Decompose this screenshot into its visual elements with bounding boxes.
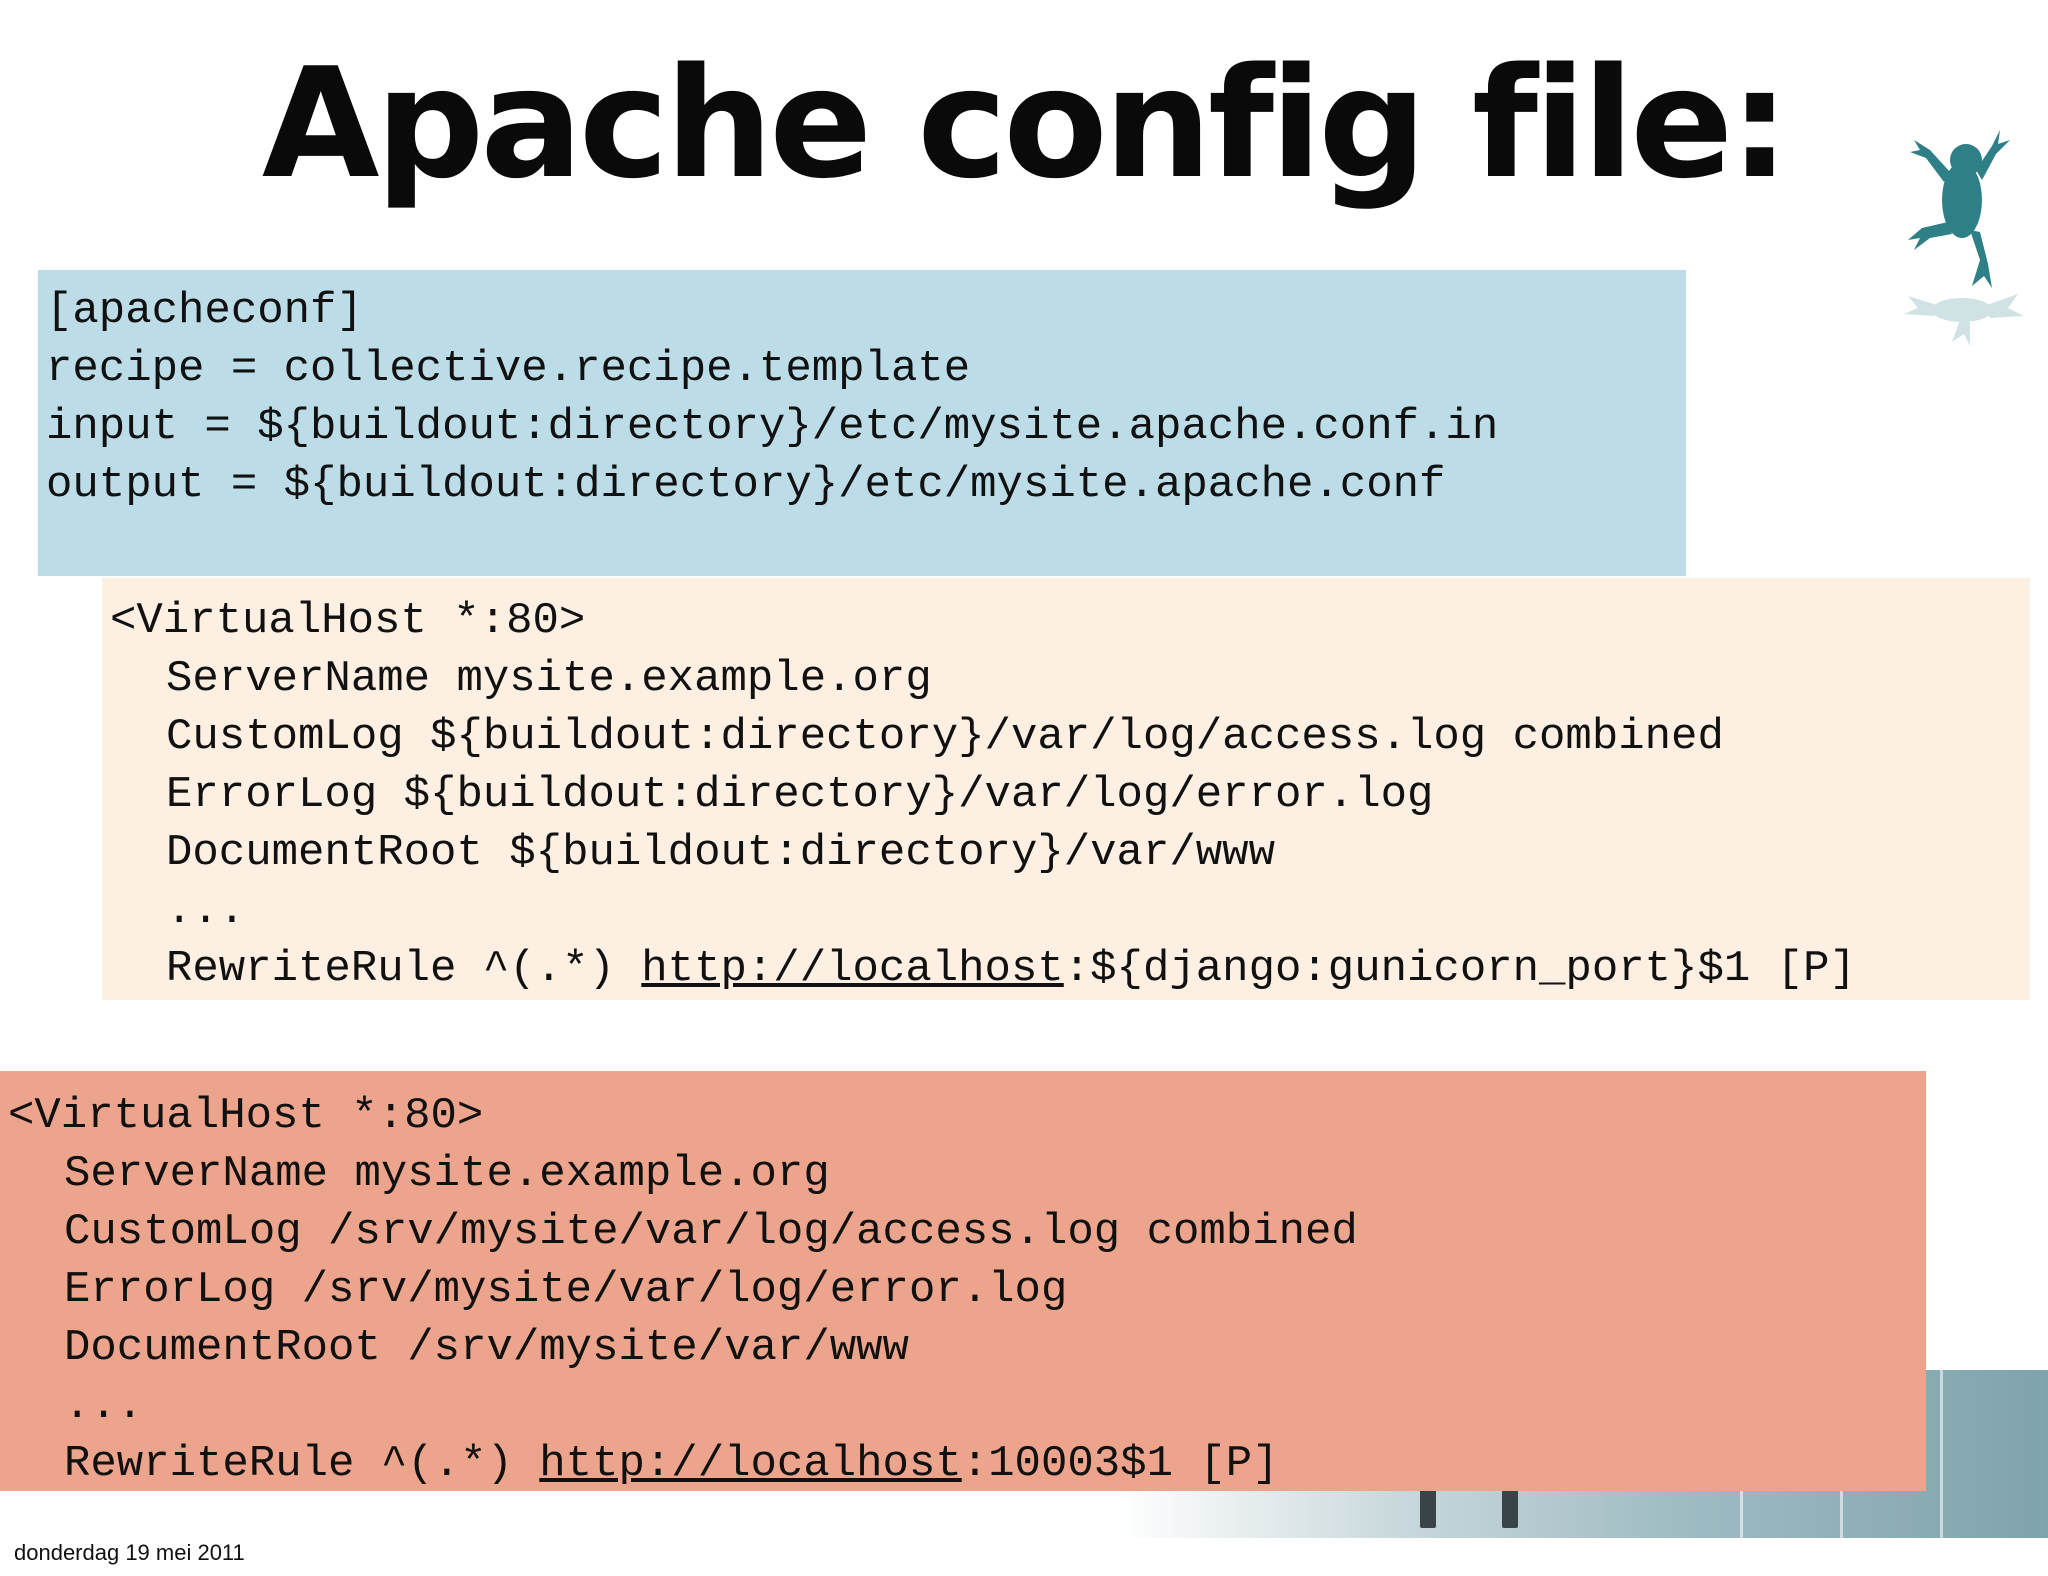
code-text: DocumentRoot /srv/mysite/var/www <box>64 1323 909 1373</box>
code-line: ... <box>8 1377 1926 1435</box>
code-line: DocumentRoot /srv/mysite/var/www <box>8 1319 1926 1377</box>
code-text: RewriteRule ^(.*) <box>64 1439 540 1489</box>
apache-template-block: <VirtualHost *:80> ServerName mysite.exam… <box>102 578 2030 1000</box>
code-text: RewriteRule ^(.*) <box>166 944 642 994</box>
code-text: ServerName mysite.example.org <box>166 654 932 704</box>
code-line: output = ${buildout:directory}/etc/mysit… <box>46 460 1446 510</box>
code-text: ServerName mysite.example.org <box>64 1149 830 1199</box>
code-line: input = ${buildout:directory}/etc/mysite… <box>46 402 1499 452</box>
slide-date: donderdag 19 mei 2011 <box>14 1540 245 1565</box>
slide-title: Apache config file: <box>261 35 1790 212</box>
window-pane <box>1940 1370 1943 1538</box>
code-line: <VirtualHost *:80> <box>8 1091 484 1141</box>
code-line: recipe = collective.recipe.template <box>46 344 971 394</box>
code-line: <VirtualHost *:80> <box>110 596 586 646</box>
buildout-config-block: [apacheconf] recipe = collective.recipe.t… <box>38 270 1686 576</box>
code-text: :10003$1 [P] <box>961 1439 1279 1489</box>
code-line: ErrorLog /srv/mysite/var/log/error.log <box>8 1261 1926 1319</box>
code-line: ServerName mysite.example.org <box>8 1145 1926 1203</box>
code-text: ErrorLog /srv/mysite/var/log/error.log <box>64 1265 1068 1315</box>
code-line: ServerName mysite.example.org <box>110 650 2030 708</box>
code-text: ErrorLog ${buildout:directory}/var/log/e… <box>166 770 1434 820</box>
apache-output-block: <VirtualHost *:80> ServerName mysite.exam… <box>0 1071 1926 1491</box>
code-text: :${django:gunicorn_port}$1 [P] <box>1063 944 1856 994</box>
localhost-link[interactable]: http://localhost <box>539 1439 962 1489</box>
code-line: RewriteRule ^(.*) http://localhost:${dja… <box>110 940 2030 998</box>
code-line: CustomLog /srv/mysite/var/log/access.log… <box>8 1203 1926 1261</box>
code-line: ... <box>110 882 2030 940</box>
code-line: [apacheconf] <box>46 286 363 336</box>
frog-logo-icon <box>1904 130 2024 346</box>
localhost-link[interactable]: http://localhost <box>641 944 1064 994</box>
code-text: CustomLog /srv/mysite/var/log/access.log… <box>64 1207 1358 1257</box>
code-text: ... <box>166 886 246 936</box>
code-text: CustomLog ${buildout:directory}/var/log/… <box>166 712 1724 762</box>
code-line: DocumentRoot ${buildout:directory}/var/w… <box>110 824 2030 882</box>
code-line: RewriteRule ^(.*) http://localhost:10003… <box>8 1435 1926 1491</box>
code-text: DocumentRoot ${buildout:directory}/var/w… <box>166 828 1275 878</box>
code-line: CustomLog ${buildout:directory}/var/log/… <box>110 708 2030 766</box>
code-text: ... <box>64 1381 144 1431</box>
code-line: ErrorLog ${buildout:directory}/var/log/e… <box>110 766 2030 824</box>
